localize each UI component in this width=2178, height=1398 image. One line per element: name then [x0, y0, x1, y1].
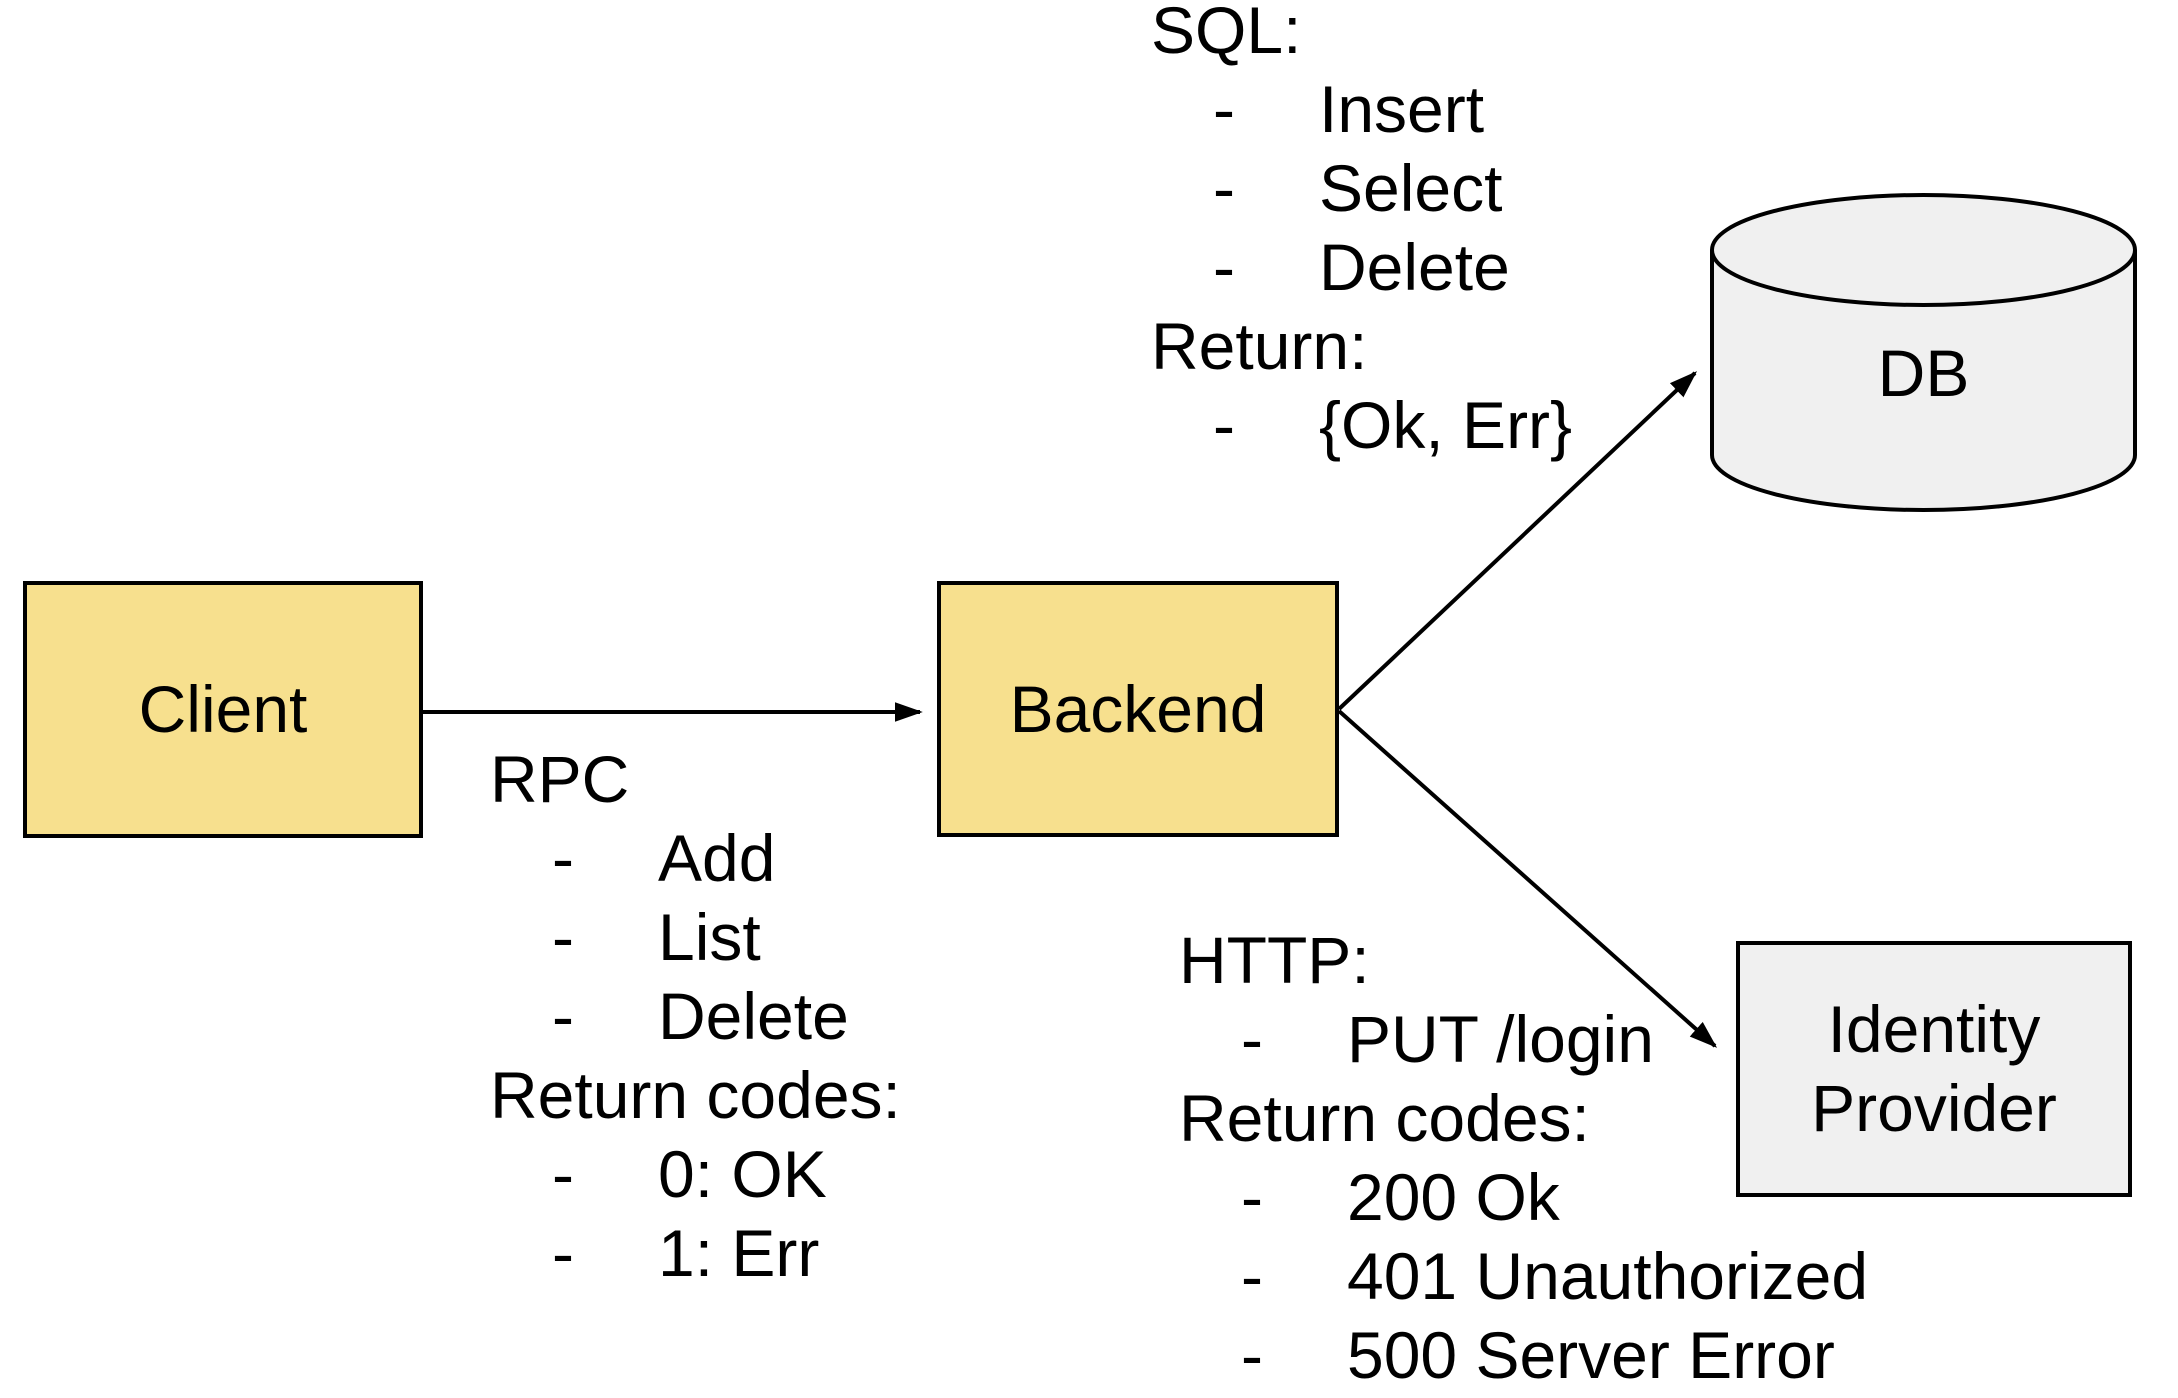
bullet-dash: - [1213, 388, 1235, 462]
rpc-return-item-text: 1: Err [658, 1216, 820, 1290]
sql-item: - Delete [1151, 228, 1572, 307]
http-return-item-text: 200 Ok [1347, 1160, 1560, 1234]
rpc-subheading: Return codes: [490, 1058, 901, 1132]
bullet-dash: - [552, 1137, 574, 1211]
bullet-dash: - [552, 821, 574, 895]
sql-heading: SQL: [1151, 0, 1302, 67]
rpc-item: - Add [490, 819, 901, 898]
bullet-dash: - [1241, 1160, 1263, 1234]
http-return-item-text: 500 Server Error [1347, 1318, 1835, 1392]
sql-return-item-text: {Ok, Err} [1319, 388, 1573, 462]
http-item-text: PUT /login [1347, 1002, 1654, 1076]
sql-annotation: SQL: - Insert - Select - Delete Return: … [1151, 0, 1572, 465]
db-cylinder-body [1710, 250, 2137, 512]
sql-item-text: Select [1319, 151, 1503, 225]
bullet-dash: - [1241, 1239, 1263, 1313]
sql-subheading: Return: [1151, 309, 1368, 383]
http-annotation: HTTP: - PUT /login Return codes: - 200 O… [1179, 921, 1868, 1395]
rpc-item: - Delete [490, 977, 901, 1056]
identity-provider-node: Identity Provider [1736, 941, 2132, 1197]
rpc-heading: RPC [490, 742, 630, 816]
rpc-item-text: Add [658, 821, 776, 895]
arrow-backend-to-identity-provider [1337, 709, 1718, 1048]
rpc-return-item: - 0: OK [490, 1135, 901, 1214]
sql-item-text: Insert [1319, 72, 1485, 146]
sql-item-text: Delete [1319, 230, 1510, 304]
rpc-item-text: Delete [658, 979, 849, 1053]
backend-node: Backend [937, 581, 1339, 837]
sql-item: - Insert [1151, 70, 1572, 149]
backend-node-label: Backend [1009, 671, 1267, 746]
db-node-label: DB [1877, 336, 1970, 410]
db-cylinder-shape [1710, 193, 2137, 512]
client-node-label: Client [138, 672, 308, 746]
http-return-item: - 200 Ok [1179, 1158, 1868, 1237]
rpc-item-text: List [658, 900, 761, 974]
http-item: - PUT /login [1179, 1000, 1868, 1079]
identity-provider-label-line2: Provider [1811, 1071, 2057, 1145]
rpc-item: - List [490, 898, 901, 977]
rpc-return-item: - 1: Err [490, 1214, 901, 1293]
bullet-dash: - [552, 900, 574, 974]
bullet-dash: - [1213, 151, 1235, 225]
http-return-item: - 500 Server Error [1179, 1316, 1868, 1395]
http-heading: HTTP: [1179, 923, 1370, 997]
rpc-annotation: RPC - Add - List - Delete Return codes: … [490, 740, 901, 1293]
db-cylinder-top [1710, 193, 2137, 307]
bullet-dash: - [552, 1216, 574, 1290]
sql-item: - Select [1151, 149, 1572, 228]
rpc-return-item-text: 0: OK [658, 1137, 827, 1211]
client-node: Client [23, 581, 423, 838]
sql-return-item: - {Ok, Err} [1151, 386, 1572, 465]
bullet-dash: - [1213, 230, 1235, 304]
bullet-dash: - [1213, 72, 1235, 146]
bullet-dash: - [1241, 1318, 1263, 1392]
http-return-item-text: 401 Unauthorized [1347, 1239, 1869, 1313]
http-return-item: - 401 Unauthorized [1179, 1237, 1868, 1316]
bullet-dash: - [552, 979, 574, 1053]
http-subheading: Return codes: [1179, 1081, 1590, 1155]
identity-provider-label-line1: Identity [1827, 992, 2041, 1066]
bullet-dash: - [1241, 1002, 1263, 1076]
arrow-backend-to-db [1337, 371, 1698, 711]
